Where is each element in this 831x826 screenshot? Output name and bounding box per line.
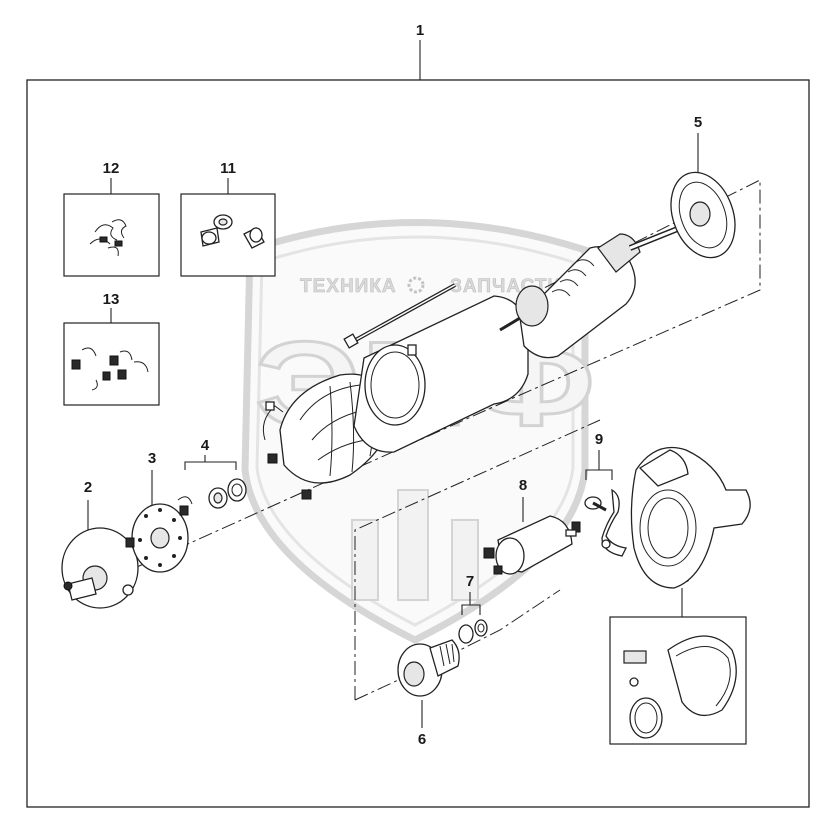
part-3-brush-plate: 3 xyxy=(125,450,193,573)
assembly-frame xyxy=(26,79,810,808)
kit-12-box: 12 xyxy=(63,160,160,277)
armature xyxy=(499,225,682,359)
callout-2: 2 xyxy=(84,479,92,496)
kit-11-box: 11 xyxy=(180,160,276,277)
part-6-pinion-drive: 6 xyxy=(397,639,460,748)
assembly-axis-lower xyxy=(354,419,601,700)
callout-7: 7 xyxy=(466,573,474,590)
yoke-housing xyxy=(353,295,529,453)
callout-8: 8 xyxy=(519,477,527,494)
watermark-bars xyxy=(351,489,479,601)
part-4-bearing-set: 4 xyxy=(184,437,247,509)
part-7-stop-ring: 7 xyxy=(458,573,488,644)
part-2-end-cap: 2 xyxy=(61,479,139,609)
watermark-left-text: ТЕХНИКА xyxy=(300,276,397,297)
front-housing xyxy=(630,446,751,589)
kit-13-box: 13 xyxy=(63,291,160,406)
part-9-plunger-fork: 9 xyxy=(584,431,627,557)
callout-6: 6 xyxy=(418,731,426,748)
callout-3: 3 xyxy=(148,450,156,467)
callout-11: 11 xyxy=(220,160,236,177)
callout-9: 9 xyxy=(595,431,603,448)
part-8-solenoid: 8 xyxy=(483,477,581,575)
callout-13: 13 xyxy=(103,291,120,308)
through-bolt xyxy=(343,283,456,349)
callout-1: 1 xyxy=(416,22,424,39)
assembly-axis-drive xyxy=(354,589,561,701)
kit-10-box: 10 xyxy=(609,569,747,745)
callout-5: 5 xyxy=(694,114,702,131)
watermark-gear-icon xyxy=(407,276,425,294)
callout-12: 12 xyxy=(103,160,120,177)
callout-4: 4 xyxy=(201,437,210,454)
part-5-drive-end-plate: 5 xyxy=(670,114,736,259)
